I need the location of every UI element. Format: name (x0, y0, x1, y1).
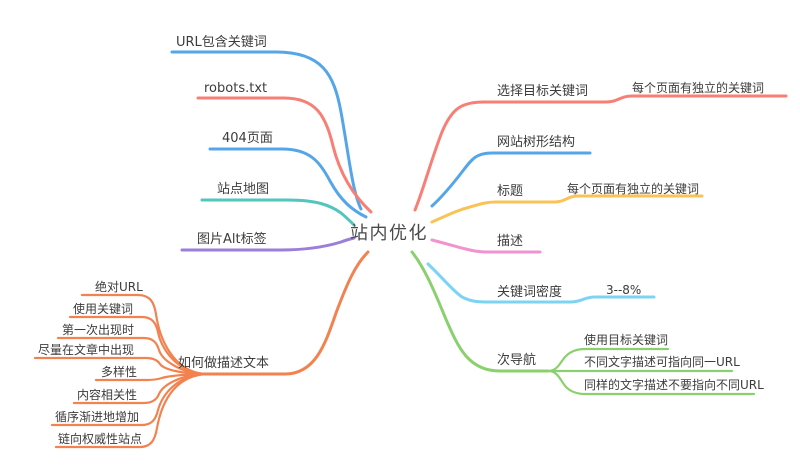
link-secnav-different-url (546, 369, 756, 396)
link-sitemap (200, 198, 356, 227)
central-topic[interactable]: 站内优化 (350, 223, 428, 244)
link-image-alt (180, 236, 356, 252)
node-keyword-density[interactable]: 关键词密度 (497, 285, 563, 300)
link-keyword-density (426, 262, 656, 304)
node-secondary-nav[interactable]: 次导航 (497, 353, 537, 368)
link-how-to-desc (203, 250, 370, 376)
node-404-page[interactable]: 404页面 (222, 131, 273, 146)
link-404-page (208, 147, 368, 219)
node-target-keywords[interactable]: 选择目标关键词 (497, 84, 589, 99)
node-authority-sites[interactable]: 链向权威性站点 (58, 432, 143, 446)
link-appear-in-article (33, 356, 207, 376)
node-tree-structure[interactable]: 网站树形结构 (497, 135, 576, 150)
node-description[interactable]: 描述 (497, 234, 524, 249)
node-sitemap[interactable]: 站点地图 (217, 182, 270, 197)
link-title (430, 194, 704, 224)
link-url-contains-keywords (170, 50, 363, 211)
node-absolute-url[interactable]: 绝对URL (95, 280, 143, 294)
link-secondary-nav (410, 250, 550, 373)
link-secnav-use-target-keywords (546, 347, 670, 373)
node-how-to-desc[interactable]: 如何做描述文本 (178, 356, 270, 371)
node-appear-in-article[interactable]: 尽量在文章中出现 (38, 343, 135, 357)
node-image-alt[interactable]: 图片Alt标签 (197, 232, 267, 247)
note-target-keywords[interactable]: 每个页面有独立的关键词 (632, 81, 765, 95)
link-first-appearance (56, 336, 207, 376)
link-target-keywords (413, 94, 788, 212)
node-content-relevance[interactable]: 内容相关性 (77, 388, 138, 402)
node-use-keywords[interactable]: 使用关键词 (73, 302, 134, 316)
node-gradual-increase[interactable]: 循序渐进地增加 (55, 410, 140, 424)
link-absolute-url (80, 293, 207, 376)
node-diversity[interactable]: 多样性 (101, 365, 138, 379)
link-robots-txt (196, 96, 373, 214)
node-first-appearance[interactable]: 第一次出现时 (62, 323, 135, 337)
node-secnav-use-target-keywords[interactable]: 使用目标关键词 (584, 333, 669, 347)
node-title[interactable]: 标题 (497, 184, 524, 199)
node-robots-txt[interactable]: robots.txt (204, 81, 268, 96)
node-secnav-different-url[interactable]: 同样的文字描述不要指向不同URL (584, 378, 764, 392)
node-url-contains-keywords[interactable]: URL包含关键词 (176, 35, 267, 50)
note-keyword-density[interactable]: 3--8% (606, 283, 642, 297)
note-title[interactable]: 每个页面有独立的关键词 (567, 182, 700, 196)
link-gradual-increase (50, 372, 207, 427)
node-secnav-same-url[interactable]: 不同文字描述可指向同一URL (584, 355, 740, 369)
link-content-relevance (72, 372, 207, 405)
link-tree-structure (430, 151, 592, 208)
link-use-keywords (68, 315, 207, 376)
link-diversity (94, 372, 207, 382)
link-description (430, 238, 542, 254)
link-authority-sites (54, 372, 207, 449)
